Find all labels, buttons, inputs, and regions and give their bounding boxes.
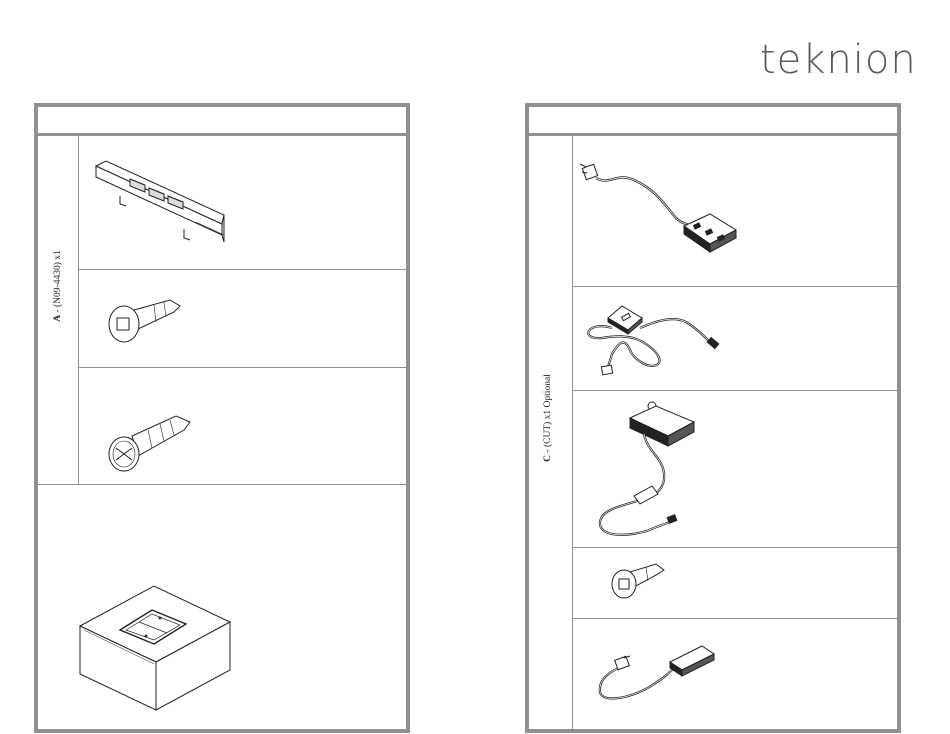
divider [78, 269, 406, 270]
usb-charger-cable-icon [578, 300, 728, 380]
group-letter: A [53, 315, 63, 322]
divider [572, 136, 573, 730]
power-module-cable-icon [594, 398, 704, 544]
divider [572, 618, 897, 619]
group-label-a: A - (N09-4430) x1 [53, 206, 67, 366]
divider [572, 390, 897, 391]
screw-square-head-icon [608, 560, 668, 602]
divider [38, 484, 406, 485]
divider [78, 136, 79, 484]
teknion-logo: teknion [760, 34, 910, 86]
divider [78, 367, 406, 368]
screw-phillips-icon [104, 408, 194, 474]
connector-cable-icon [594, 634, 724, 710]
box-enclosure-icon [76, 582, 236, 714]
panel-header-bar [529, 107, 897, 136]
divider [572, 547, 897, 548]
group-part-number: - (N09-4430) x1 [53, 250, 63, 315]
divider [572, 286, 897, 287]
power-strip-cord-icon [580, 158, 740, 268]
screw-square-head-icon [104, 296, 184, 346]
group-part-number: - (CUT) x1 Optional [543, 374, 553, 455]
bracket-housing-icon [92, 158, 227, 253]
panel-header-bar [38, 107, 406, 136]
group-label-c: C - (CUT) x1 Optional [543, 338, 557, 498]
group-letter: C [543, 455, 553, 462]
